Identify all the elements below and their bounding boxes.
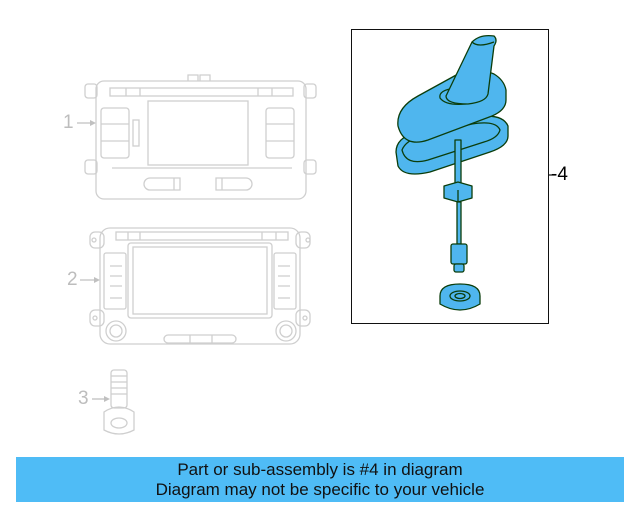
highlighted-part-frame: [351, 29, 549, 324]
part-1-radio-unit[interactable]: [84, 74, 317, 200]
part-2-navigation-unit[interactable]: [89, 227, 311, 345]
callout-2-arrowhead: [94, 277, 100, 283]
callout-3-label[interactable]: 3: [78, 388, 89, 409]
callout-2-label[interactable]: 2: [67, 269, 78, 290]
callout-1-arrowhead: [90, 120, 96, 126]
part-4-antenna-assembly[interactable]: [395, 34, 509, 311]
banner-line-part-number: Part or sub-assembly is #4 in diagram: [177, 460, 463, 479]
banner-line-disclaimer: Diagram may not be specific to your vehi…: [155, 480, 485, 499]
info-banner: Part or sub-assembly is #4 in diagram Di…: [16, 457, 624, 502]
callout-3-arrowhead: [104, 396, 110, 402]
part-3-bolt[interactable]: [103, 369, 135, 435]
callout-4-label[interactable]: -4: [551, 164, 568, 185]
callout-1-label[interactable]: 1: [63, 112, 74, 133]
